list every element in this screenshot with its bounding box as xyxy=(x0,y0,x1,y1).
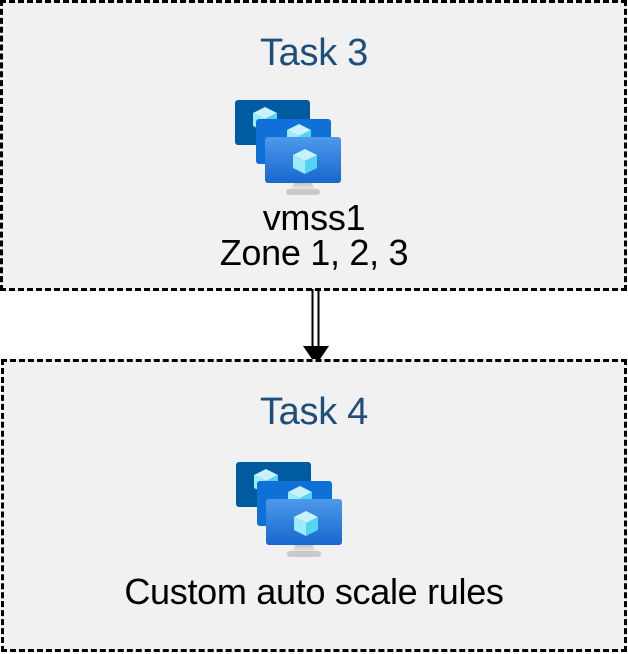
vm-scale-sets-icon xyxy=(235,100,341,196)
connector-arrow-down-icon xyxy=(303,289,329,365)
task4-title: Task 4 xyxy=(259,391,369,433)
autoscale-rules-label: Custom auto scale rules xyxy=(124,571,504,612)
task3-labels: vmss1 Zone 1, 2, 3 xyxy=(0,197,628,273)
vmss-zones-label: Zone 1, 2, 3 xyxy=(219,232,409,273)
vm-scale-sets-icon xyxy=(236,462,342,558)
task4-labels: Custom auto scale rules xyxy=(0,574,628,610)
task3-title: Task 3 xyxy=(259,32,369,74)
vmss-name-label: vmss1 xyxy=(262,197,366,238)
